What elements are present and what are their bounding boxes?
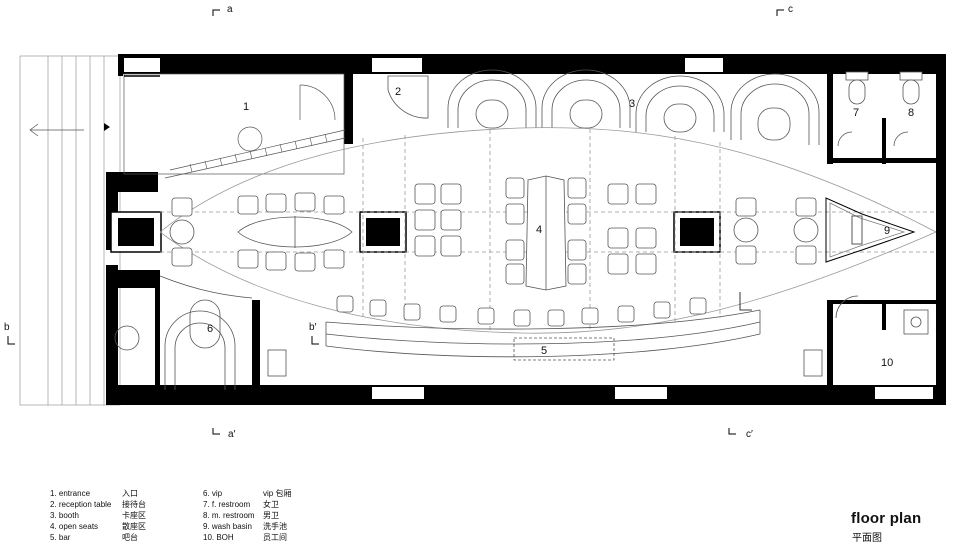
section-mark-c-prime: c′: [746, 429, 753, 440]
section-mark-b-prime: b′: [309, 322, 317, 333]
room-label-10: 10: [881, 357, 893, 369]
section-mark-b: b: [4, 322, 10, 333]
legend-column-1: 1. entrance 入口 2. reception table 接待台 3. b…: [50, 488, 146, 543]
room-label-1: 1: [243, 101, 249, 113]
legend-item: 4. open seats 散座区: [50, 521, 146, 532]
legend-item-zh: 卡座区: [122, 511, 146, 520]
legend-item: 6. vip vip 包厢: [203, 488, 291, 499]
exterior-walls: [106, 54, 946, 405]
legend-item-en: 6. vip: [203, 489, 223, 498]
room-label-4: 4: [536, 224, 542, 236]
entrance-steps: [19, 55, 121, 406]
room-number-labels: 1 2 3 4 5 6 7 8 9 10: [207, 86, 914, 369]
legend-item-zh: 员工间: [263, 533, 287, 542]
legend-item: 9. wash basin 洗手池: [203, 521, 291, 532]
legend-item-en: 7. f. restroom: [203, 500, 251, 509]
long-table: [169, 192, 353, 272]
structural-columns: [110, 211, 721, 253]
room-label-5: 5: [541, 345, 547, 357]
legend-item-zh: 洗手池: [263, 522, 287, 531]
bar-stools: [336, 295, 707, 327]
section-markers: [7, 9, 784, 435]
restrooms: [835, 71, 929, 335]
room-label-8: 8: [908, 107, 914, 119]
legend-item: 10. BOH 员工间: [203, 532, 291, 543]
drawing-title-zh: 平面图: [852, 533, 882, 544]
legend-item-zh: 接待台: [122, 500, 146, 509]
legend-item-zh: vip 包厢: [263, 489, 292, 498]
section-mark-a: a: [227, 4, 233, 15]
entry-arrow-icon: [104, 123, 110, 131]
booth-area: [447, 69, 820, 145]
legend-item-en: 2. reception table: [50, 500, 112, 509]
legend-item-en: 3. booth: [50, 511, 79, 520]
interior-walls: [155, 74, 936, 392]
wash-basin: [825, 197, 916, 263]
legend-item: 8. m. restroom 男卫: [203, 510, 291, 521]
legend-item: 2. reception table 接待台: [50, 499, 146, 510]
legend-item: 7. f. restroom 女卫: [203, 499, 291, 510]
room-label-9: 9: [884, 225, 890, 237]
legend-item-en: 5. bar: [50, 533, 71, 542]
legend-item-zh: 入口: [122, 489, 138, 498]
legend-item-zh: 女卫: [263, 500, 279, 509]
section-mark-c: c: [788, 4, 793, 15]
legend-item: 5. bar 吧台: [50, 532, 146, 543]
wall-recesses: [124, 58, 933, 399]
reception-table: [387, 75, 429, 119]
legend-item: 1. entrance 入口: [50, 488, 146, 499]
section-mark-a-prime: a′: [228, 429, 236, 440]
legend-column-2: 6. vip vip 包厢 7. f. restroom 女卫 8. m. rest…: [203, 488, 291, 543]
legend-item-en: 8. m. restroom: [203, 511, 255, 520]
bar-counter: [325, 292, 761, 361]
legend-item-zh: 男卫: [263, 511, 279, 520]
entrance-stair-treads: [189, 133, 328, 173]
legend-item-en: 4. open seats: [50, 522, 99, 531]
room-label-2: 2: [395, 86, 401, 98]
vip-room: [114, 275, 823, 390]
legend-item-en: 1. entrance: [50, 489, 91, 498]
room-label-3: 3: [629, 98, 635, 110]
legend-item: 3. booth 卡座区: [50, 510, 146, 521]
entrance-room: [123, 73, 346, 179]
open-seats-chairs: [414, 175, 819, 291]
room-label-6: 6: [207, 323, 213, 335]
legend-item-zh: 吧台: [122, 533, 138, 542]
legend-item-zh: 散座区: [122, 522, 146, 531]
legend-item-en: 10. BOH: [203, 533, 234, 542]
drawing-title: floor plan: [851, 510, 922, 527]
room-label-7: 7: [853, 107, 859, 119]
legend-item-en: 9. wash basin: [203, 522, 252, 531]
